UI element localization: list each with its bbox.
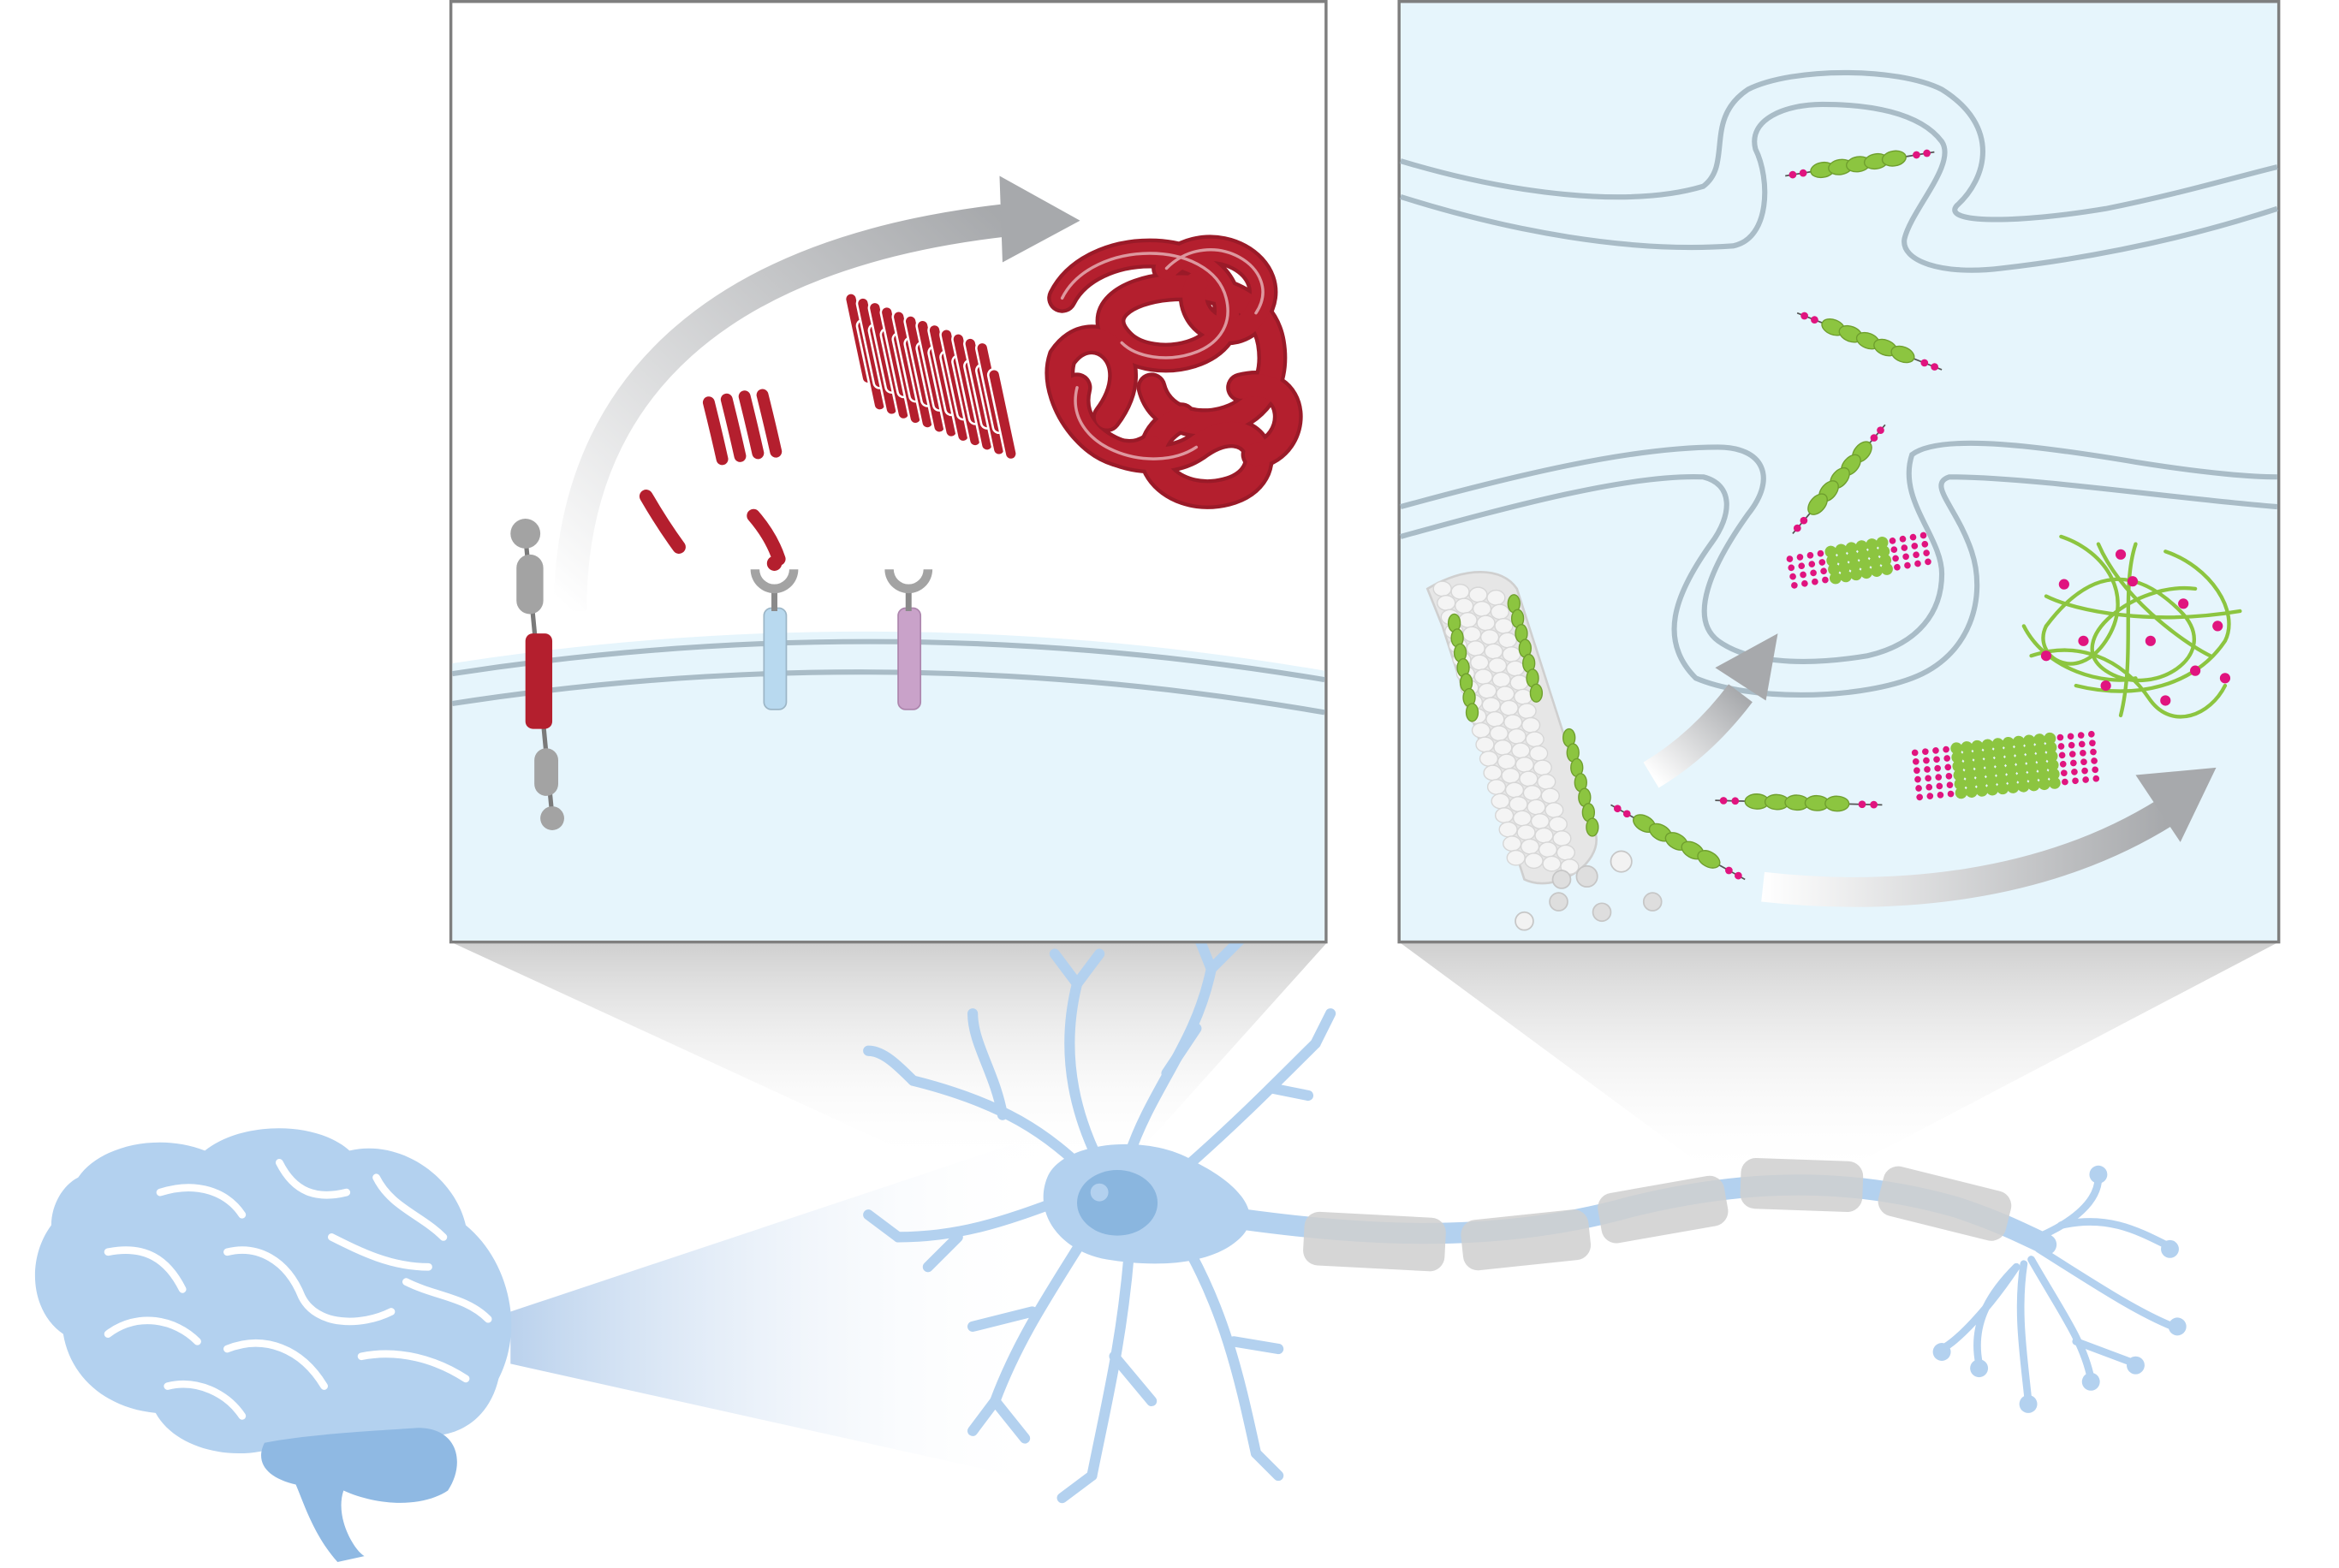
- amyloid-monomer: [639, 490, 786, 566]
- tau-protein: [1610, 804, 1746, 881]
- left-panel: [449, 0, 1328, 944]
- receptor-icon: [884, 569, 933, 710]
- nucleus-icon: [1077, 1170, 1158, 1236]
- tau-aggregation-arrow-head: [2135, 767, 2217, 842]
- nucleolus: [1090, 1183, 1109, 1202]
- cell-interior: [452, 631, 1325, 941]
- amyloid-protofibril: [843, 292, 1019, 461]
- microtubule-icon: [1425, 570, 1663, 931]
- right-panel: [1397, 0, 2281, 944]
- myelin-sheath: [1303, 1158, 2012, 1272]
- tau-protein: [1785, 149, 1935, 179]
- amyloid-plaque-icon: [1045, 235, 1303, 509]
- cell-membrane-inner: [451, 669, 1325, 716]
- zoom-cone-right: [1399, 941, 2279, 1178]
- tau-aggregation-arrow: [1761, 799, 2174, 907]
- aggregation-arrow: [553, 204, 1005, 612]
- brain-to-neuron-beam: [510, 1132, 1048, 1483]
- app-protein-icon: [510, 519, 564, 830]
- brain-icon: [34, 1128, 512, 1563]
- tau-protein-icon: [1610, 149, 1943, 881]
- neurofibrillary-tangle-icon: [2021, 534, 2242, 719]
- zoom-cone-left: [450, 941, 1328, 1163]
- tau-protein: [1792, 424, 1886, 535]
- amyloid-oligomer: [702, 389, 783, 466]
- tau-protein: [1715, 793, 1883, 812]
- tau-protein: [1796, 312, 1943, 371]
- synapse-icon: [1400, 69, 2278, 698]
- tau-aggregate: [1786, 532, 2100, 801]
- cell-membrane-outer: [451, 638, 1325, 683]
- tangle-phosphates: [2040, 549, 2231, 706]
- tau-release-arrow: [1643, 684, 1753, 788]
- aggregation-arrow-head: [999, 175, 1080, 263]
- tau-release-arrow-head: [1715, 633, 1778, 701]
- receptor-icon: [750, 555, 799, 710]
